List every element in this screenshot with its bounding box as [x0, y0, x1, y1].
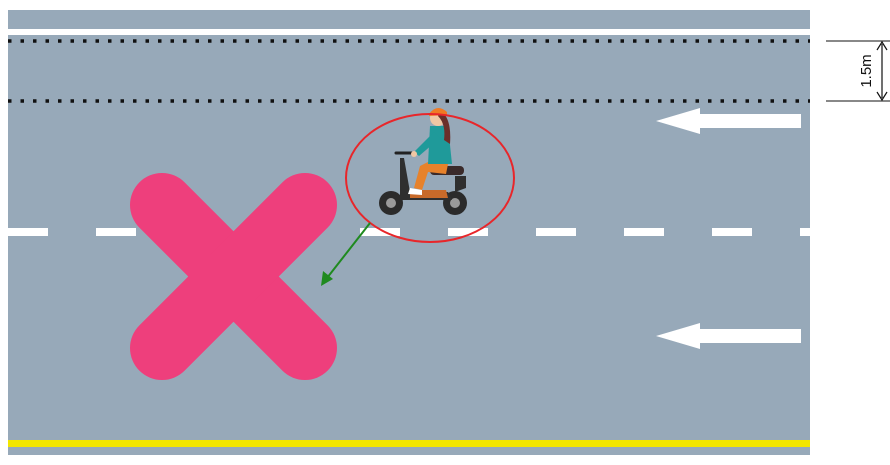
dimension-label: 1.5m: [858, 54, 875, 87]
bottom-edge-line: [8, 440, 810, 447]
top-edge-line: [8, 29, 810, 35]
lane-width-dimension: 1.5m: [826, 41, 890, 101]
